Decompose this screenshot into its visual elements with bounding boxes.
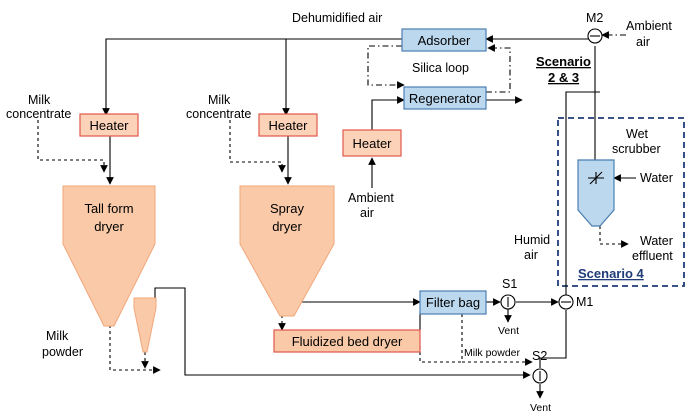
water-label: Water — [640, 171, 673, 185]
scenario-4-boundary — [557, 117, 685, 287]
wet-scrubber-shape — [577, 159, 615, 227]
wet-scrubber-label-2: scrubber — [612, 142, 661, 156]
water-effluent-label-1: Water — [640, 234, 673, 248]
left-dryer-air-to-s2-line — [154, 287, 531, 379]
regenerator-label: Regenerator — [409, 91, 482, 106]
milk-concentrate-mid-feed — [229, 120, 286, 173]
dehumidified-air-line-left — [102, 38, 402, 116]
spray-dryer-label-1: Spray — [270, 201, 304, 216]
scenario-23-label-1: Scenario — [536, 54, 591, 69]
heater-right-label: Heater — [352, 136, 392, 151]
tall-form-dryer-shape — [62, 185, 156, 327]
heater-mid-label: Heater — [268, 118, 308, 133]
humid-air-line — [565, 91, 600, 300]
milk-concentrate-left-feed — [37, 120, 108, 173]
heater-right-box — [342, 129, 402, 157]
ambient-air-top-label-1: Ambient — [626, 19, 672, 33]
heater-left-box — [79, 113, 139, 137]
scrubber-spray-nozzle-icon — [588, 171, 604, 185]
silica-loop-left — [367, 45, 405, 89]
milk-powder-left-label-1: Milk — [46, 329, 69, 343]
milk-concentrate-left-label-2: concentrate — [6, 107, 71, 121]
milk-concentrate-mid-label-1: Milk — [208, 93, 231, 107]
humid-air-label-2: air — [524, 248, 538, 262]
filter-bag-label: Filter bag — [426, 295, 480, 310]
m2-label: M2 — [586, 11, 603, 25]
m1-label: M1 — [576, 295, 593, 309]
scenario-4-label: Scenario 4 — [578, 266, 645, 281]
wet-scrubber-label-1: Wet — [626, 127, 649, 141]
ambient-air-mid-label-2: air — [360, 206, 374, 220]
silica-loop-label: Silica loop — [412, 61, 469, 75]
tall-form-dryer-label-1: Tall form — [84, 201, 133, 216]
milk-concentrate-mid-label-2: concentrate — [186, 107, 251, 121]
spray-dryer-shape — [239, 185, 335, 317]
silica-loop-right — [486, 44, 511, 93]
adsorber-label: Adsorber — [418, 33, 471, 48]
s2-label: S2 — [532, 349, 547, 363]
scenario-23-label-2: 2 & 3 — [548, 70, 579, 85]
ambient-air-mid-label-1: Ambient — [348, 191, 394, 205]
heater-mid-box — [258, 113, 318, 137]
s2-to-m1-line — [539, 310, 567, 368]
water-effluent-label-2: effluent — [632, 249, 673, 263]
fluid-bed-powder-outlet — [419, 346, 462, 363]
fluidized-bed-dryer-box — [273, 329, 421, 353]
humid-air-label-1: Humid — [514, 233, 550, 247]
small-cyclone-shape — [133, 297, 157, 353]
milk-concentrate-left-label-1: Milk — [28, 93, 51, 107]
spray-dryer-label-2: dryer — [272, 219, 302, 234]
fluidized-bed-dryer-label: Fluidized bed dryer — [292, 334, 403, 349]
milk-powder-right-label: Milk powder — [464, 347, 521, 359]
dehumidified-air-label: Dehumidified air — [292, 11, 382, 25]
filter-bag-box — [419, 290, 487, 315]
filter-milk-powder-outlet — [461, 314, 533, 366]
tall-form-dryer-label-2: dryer — [94, 219, 124, 234]
s1-label: S1 — [502, 277, 517, 291]
ambient-air-top-label-2: air — [636, 35, 650, 49]
vent-1-label: Vent — [498, 325, 519, 337]
adsorber-box — [401, 28, 487, 52]
milk-powder-left-label-2: powder — [42, 345, 83, 359]
heater-left-label: Heater — [89, 118, 129, 133]
vent-2-label: Vent — [530, 402, 551, 414]
water-effluent-line — [599, 226, 629, 248]
regenerator-box — [403, 86, 487, 110]
left-milk-powder-outlet — [109, 325, 161, 374]
heater-to-regenerator-line — [371, 96, 405, 130]
